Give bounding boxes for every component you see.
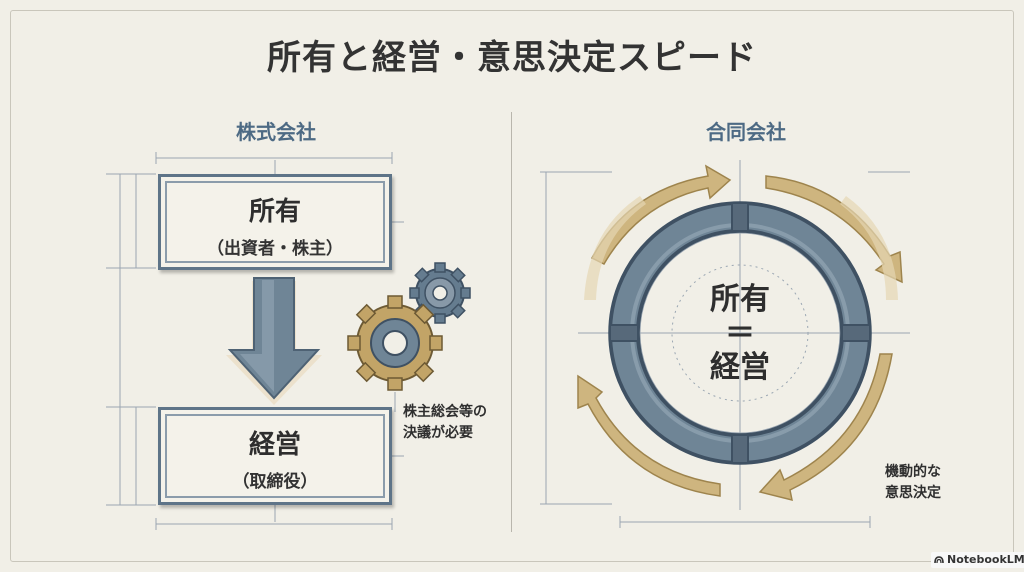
circle-line-equals: ＝: [725, 316, 755, 351]
right-section-heading: 合同会社: [706, 120, 786, 144]
ownership-equals-management: 所有 ＝ 経営: [690, 283, 790, 385]
management-label: 経営: [248, 430, 301, 460]
page-title: 所有と経営・意思決定スピード: [267, 38, 757, 78]
cycle-arrows-icon: [577, 164, 903, 502]
right-note-line-1: 機動的な: [885, 464, 941, 480]
left-note: 株主総会等の 決議が必要: [403, 402, 487, 444]
ring-icon: [608, 201, 872, 465]
circle-line-ownership: 所有: [710, 282, 770, 317]
ownership-label: 所有: [248, 197, 301, 227]
management-sublabel: （取締役）: [232, 472, 318, 492]
ownership-box: 所有 （出資者・株主）: [158, 174, 392, 270]
management-box: 経営 （取締役）: [158, 407, 392, 505]
left-note-line-1: 株主総会等の: [403, 404, 487, 420]
right-note-line-2: 意思決定: [885, 485, 941, 501]
page-frame: [10, 10, 1014, 562]
gears-icon: [347, 262, 471, 412]
ownership-sublabel: （出資者・株主）: [207, 239, 343, 259]
right-note: 機動的な 意思決定: [885, 462, 941, 504]
notebooklm-logo: NotebookLM: [931, 552, 1024, 568]
down-arrow-icon: [226, 277, 322, 405]
left-construction-lines: [106, 152, 404, 530]
notebooklm-logo-text: NotebookLM: [947, 553, 1024, 566]
notebooklm-logo-icon: [934, 556, 944, 564]
left-note-line-2: 決議が必要: [403, 425, 473, 441]
circle-line-management: 経営: [710, 350, 770, 385]
left-section-heading: 株式会社: [236, 120, 316, 144]
section-divider: [511, 112, 512, 532]
